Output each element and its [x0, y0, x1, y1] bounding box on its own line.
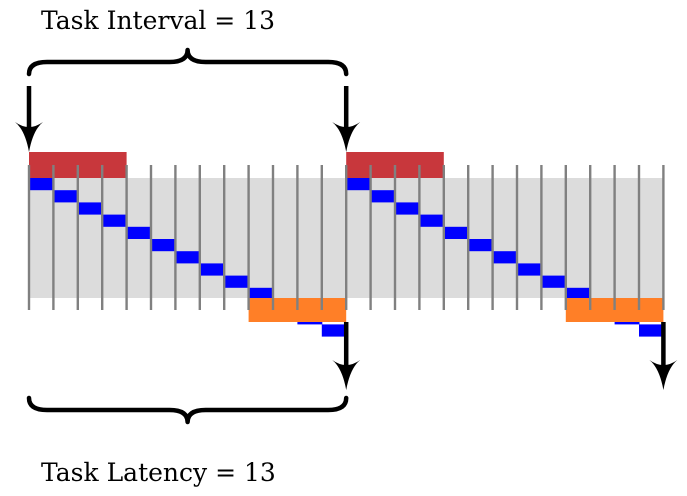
- background-band-layer: [29, 178, 664, 298]
- stair-step: [248, 287, 274, 300]
- task-latency-label: Task Latency = 13: [41, 458, 276, 487]
- stair-step: [199, 263, 225, 276]
- background-band: [346, 178, 664, 298]
- stair-step: [346, 178, 372, 191]
- stair-step: [53, 190, 79, 203]
- stair-step: [468, 239, 494, 252]
- stair-step: [419, 214, 445, 227]
- brace-layer: [26, 47, 349, 425]
- stair-step: [443, 226, 469, 239]
- stair-step: [321, 324, 347, 337]
- stair-step: [151, 239, 176, 252]
- input-arrow-head: [15, 122, 43, 152]
- stair-step: [102, 214, 128, 227]
- task-interval-label: Task Interval = 13: [41, 6, 276, 35]
- interval-brace: [26, 47, 349, 77]
- stair-step: [126, 226, 152, 239]
- stair-step: [517, 263, 542, 276]
- stair-step: [639, 324, 664, 337]
- stair-step: [492, 251, 518, 264]
- input-arrow-head: [332, 122, 361, 152]
- stair-step: [370, 190, 396, 203]
- stair-step: [29, 178, 54, 191]
- stair-step: [175, 251, 201, 264]
- grid-line-layer: [27, 165, 665, 310]
- background-band: [29, 178, 347, 298]
- latency-brace: [26, 395, 349, 425]
- stair-step: [395, 202, 420, 215]
- stair-step: [541, 275, 567, 288]
- output-arrow-head: [649, 360, 678, 390]
- stair-step: [224, 275, 250, 288]
- arrow-layer: [15, 86, 678, 390]
- output-arrow-head: [332, 360, 361, 390]
- stair-step: [565, 287, 591, 300]
- stair-step: [77, 202, 103, 215]
